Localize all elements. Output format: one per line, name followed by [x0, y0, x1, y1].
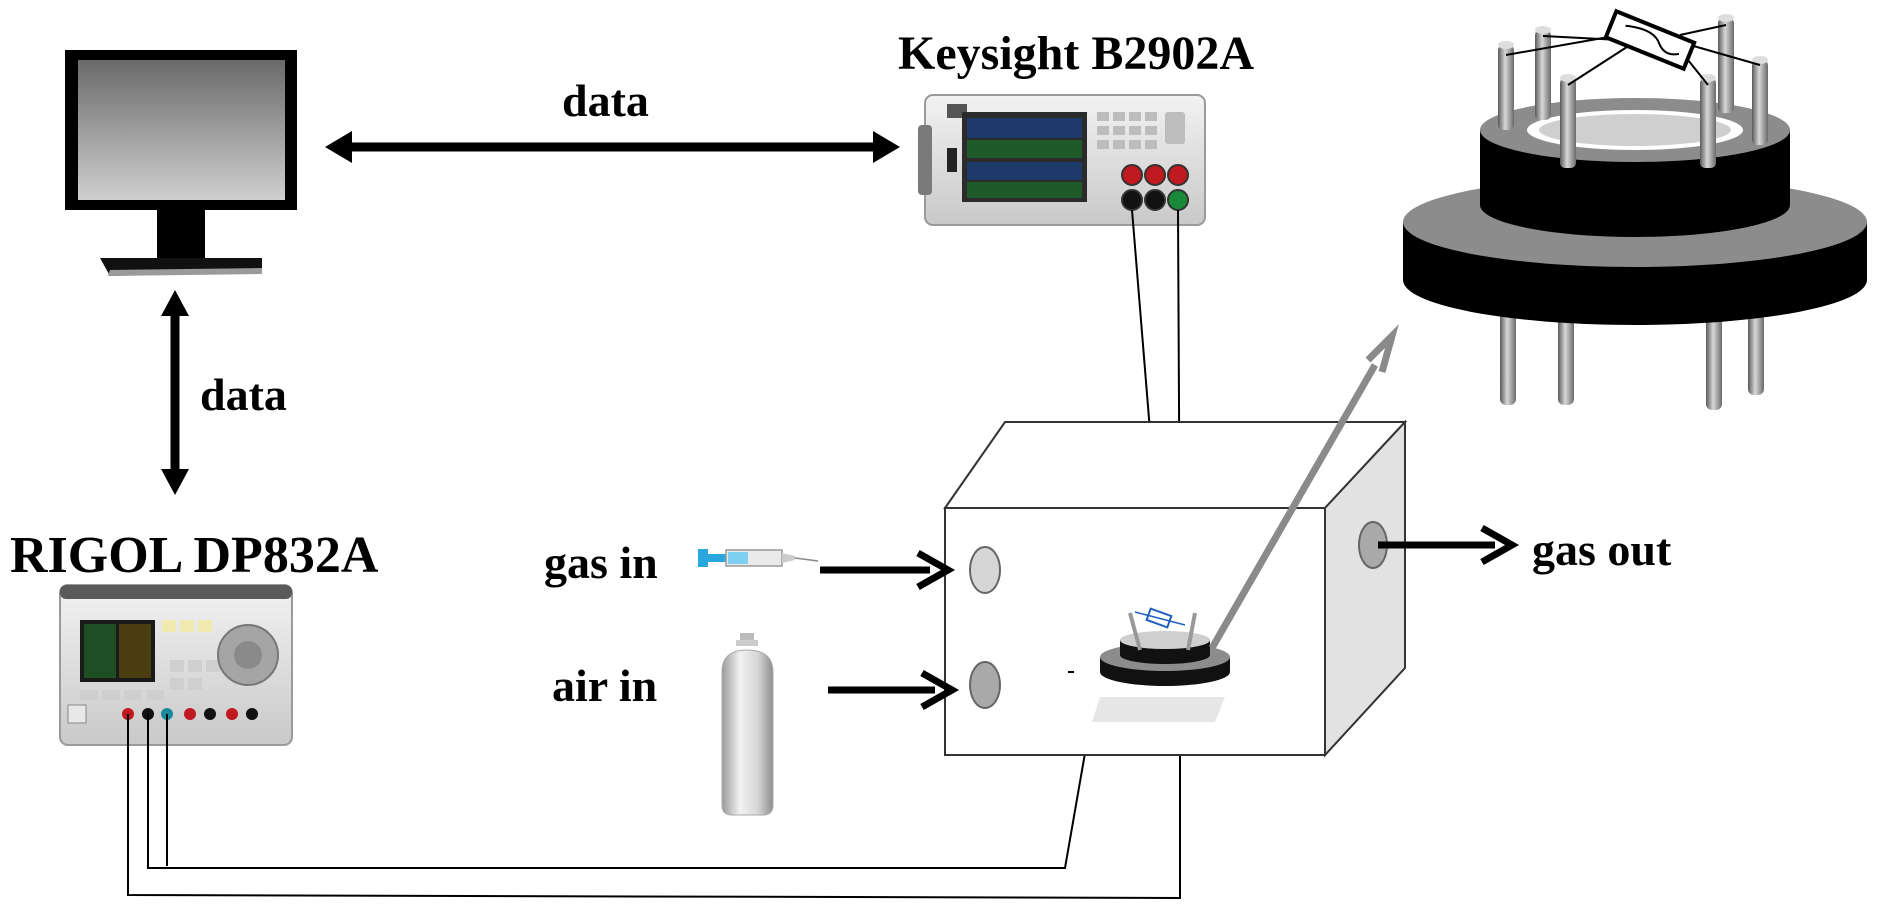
test-chamber: [943, 419, 1408, 758]
data-arrow-monitor-keysight: [325, 131, 900, 163]
air-inlet-port: [969, 661, 1001, 709]
rigol-label: RIGOL DP832A: [10, 527, 379, 584]
source-measure-unit-icon: [918, 94, 1206, 226]
sensor-socket-small: [1100, 607, 1230, 686]
gas-out-arrow: [1378, 524, 1520, 566]
wire-rigol-2: [147, 689, 1097, 869]
sensor-socket-icon: [1403, 8, 1867, 410]
dc-power-supply-icon: [59, 584, 293, 746]
zoom-pointer-arrow: [1208, 324, 1399, 650]
keysight-output-terminals: [1121, 164, 1189, 211]
gas-cylinder-icon: [721, 633, 774, 816]
keysight-label: Keysight B2902A: [898, 27, 1255, 80]
gas-in-arrow: [820, 549, 956, 591]
gas-out-label: gas out: [1532, 524, 1672, 575]
gas-inlet-port: [969, 546, 1001, 594]
syringe-icon: [698, 549, 819, 567]
data-arrow-monitor-rigol: [161, 290, 189, 495]
data-label-top: data: [562, 75, 649, 126]
air-in-label: air in: [552, 660, 658, 711]
sensor-chip: [1505, 8, 1761, 86]
computer-monitor-icon: [65, 50, 297, 276]
air-in-arrow: [828, 669, 960, 711]
gas-in-label: gas in: [544, 537, 658, 588]
data-label-left: data: [200, 369, 287, 420]
